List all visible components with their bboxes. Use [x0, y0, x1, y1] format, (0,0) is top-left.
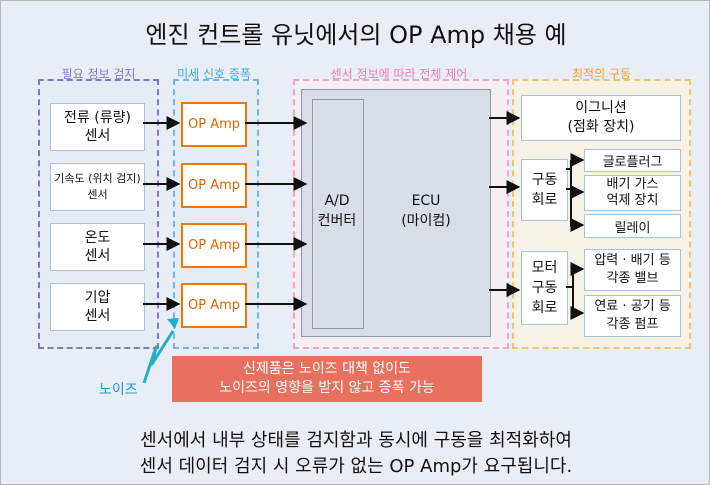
temperature-sensor: 온도 센서 [50, 223, 145, 271]
ecu-label: ECU (마이컴) [401, 193, 451, 229]
exhaust-gas-suppression-box: 배기 가스 억제 장치 [584, 175, 681, 211]
drive-circuit-box: 구동 회로 [521, 159, 568, 221]
op-amp-2: OP Amp [181, 163, 247, 208]
motor-drive-branch-lines [566, 269, 574, 313]
pressure-sensor: 기압 센서 [50, 283, 145, 331]
drive-label: 최적의 구동 [571, 67, 631, 81]
detection-label: 필요 정보 검지 [61, 67, 136, 81]
bottom-description: 센서에서 내부 상태를 검지함과 동시에 구동을 최적화하여 센서 데이터 검지… [139, 430, 573, 477]
amplification-label: 미세 신호 증폭 [177, 67, 251, 81]
noise-immunity-callout: 신제품은 노이즈 대책 없이도 노이즈의 영향을 받지 않고 증폭 가능 [172, 356, 482, 402]
diagram-title: 엔진 컨트롤 유닛에서의 OP Amp 채용 예 [145, 21, 567, 49]
ad-converter-block [312, 99, 364, 329]
op-amp-4: OP Amp [181, 283, 247, 328]
relay-box: 릴레이 [584, 214, 681, 238]
drive-circuit-branch-lines [566, 168, 572, 227]
control-label: 센서 정보에 따라 전체 제어 [330, 67, 468, 81]
op-amp-1: OP Amp [181, 102, 247, 147]
noise-arrowhead [167, 318, 179, 329]
ad-converter-label: A/D 컨버터 [317, 193, 357, 229]
acceleration-sensor: 기속도 (위치 검지) 센서 [50, 163, 145, 211]
noise-label: 노이즈 [99, 382, 138, 398]
noise-lightning-icon [142, 330, 175, 384]
op-amp-3: OP Amp [181, 223, 247, 268]
current-sensor: 전류 (류량) 센서 [50, 103, 145, 151]
glow-plug-box: 글로플러그 [584, 149, 681, 172]
pumps-box: 연료 · 공기 등 각종 펌프 [584, 295, 681, 337]
ignition-box: 이그니션 (점화 장치) [521, 95, 681, 141]
valves-box: 압력 · 배기 등 각종 밸브 [584, 249, 681, 291]
